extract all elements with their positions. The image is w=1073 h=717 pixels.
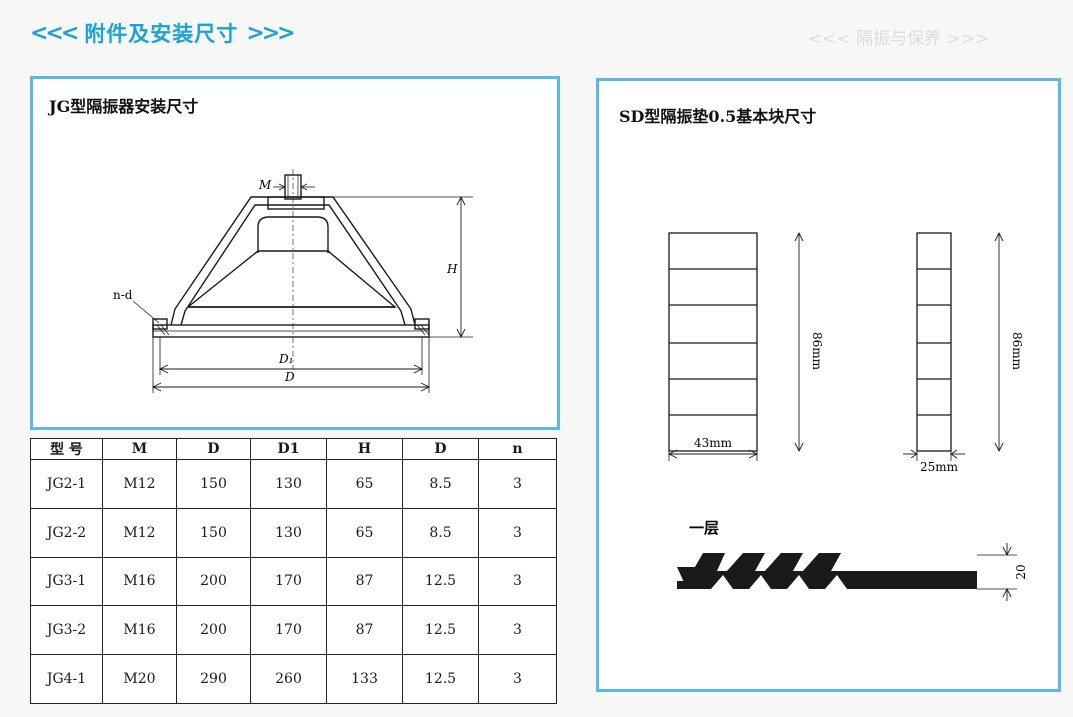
small-width-label: 25mm — [920, 460, 959, 474]
table-cell: 12.5 — [402, 654, 479, 704]
table-cell: 200 — [176, 605, 251, 656]
table-cell: JG4-1 — [30, 654, 103, 704]
layer-thickness-label: 20 — [1014, 564, 1028, 579]
header-h: H — [326, 438, 403, 460]
table-row: JG2-1 M12 150 130 65 8.5 3 — [30, 459, 557, 509]
right-arrows-icon: >>> — [246, 20, 295, 46]
large-width-label: 43mm — [694, 436, 733, 450]
table-cell: M16 — [102, 605, 177, 656]
left-arrows-icon: <<< — [30, 20, 79, 46]
table-cell: 133 — [326, 654, 403, 704]
table-cell: 8.5 — [402, 459, 479, 509]
table-cell: 3 — [478, 654, 557, 704]
table-header-row: 型 号 M D D1 H D n — [30, 438, 557, 460]
table-cell: 150 — [176, 507, 251, 558]
sd-large-block — [668, 232, 758, 452]
table-cell: 8.5 — [402, 507, 479, 558]
small-height-label: 86mm — [1010, 332, 1024, 371]
table-cell: M12 — [102, 459, 177, 509]
table-cell: 200 — [176, 556, 251, 607]
table-cell: JG2-2 — [30, 507, 103, 558]
table-cell: 260 — [250, 654, 327, 704]
bleed-through-section-title: <<< 隔振与保养 >>> — [808, 29, 990, 49]
header-n: n — [478, 438, 557, 460]
jg-top-flange — [267, 196, 325, 210]
table-cell: M20 — [102, 654, 177, 704]
sd-small-block — [916, 232, 952, 452]
label-d: D — [284, 370, 295, 384]
header-m: M — [102, 438, 177, 460]
table-cell: 3 — [478, 556, 557, 607]
jg-specs-table: 型 号 M D D1 H D n JG2-1 M12 150 130 65 8.… — [30, 438, 557, 704]
table-cell: 12.5 — [402, 605, 479, 656]
table-cell: 65 — [326, 507, 403, 558]
table-row: JG2-2 M12 150 130 65 8.5 3 — [30, 507, 557, 558]
jg-panel-title: JG型隔振器安装尺寸 — [49, 97, 199, 116]
table-cell: 150 — [176, 459, 251, 509]
table-cell: 130 — [250, 507, 327, 558]
table-row: JG3-2 M16 200 170 87 12.5 3 — [30, 605, 557, 656]
sd-panel-title: SD型隔振垫0.5基本块尺寸 — [619, 107, 817, 126]
sd-block-panel: SD型隔振垫0.5基本块尺寸 — [596, 78, 1061, 692]
table-cell: 87 — [326, 605, 403, 656]
table-cell: M12 — [102, 507, 177, 558]
table-cell: M16 — [102, 556, 177, 607]
jg-install-panel: JG型隔振器安装尺寸 — [30, 76, 560, 430]
label-d1: D₁ — [278, 352, 293, 366]
header-d: D — [176, 438, 251, 460]
header-model: 型 号 — [30, 438, 103, 460]
table-cell: 290 — [176, 654, 251, 704]
table-cell: 3 — [478, 507, 557, 558]
label-h: H — [446, 262, 458, 276]
header-hole-d: D — [402, 438, 479, 460]
table-cell: 87 — [326, 556, 403, 607]
layer-label: 一层 — [689, 519, 719, 537]
table-row: JG3-1 M16 200 170 87 12.5 3 — [30, 556, 557, 607]
table-cell: JG3-1 — [30, 556, 103, 607]
table-cell: 65 — [326, 459, 403, 509]
table-cell: JG2-1 — [30, 459, 103, 509]
large-height-label: 86mm — [810, 332, 824, 371]
table-cell: 170 — [250, 556, 327, 607]
section-header: <<< 附件及安装尺寸 >>> — [30, 16, 296, 50]
sd-layer-profile — [677, 553, 977, 589]
jg-isolator-drawing: M H D₁ D n-d — [113, 169, 473, 393]
table-cell: 3 — [478, 459, 557, 509]
table-row: JG4-1 M20 290 260 133 12.5 3 — [30, 654, 557, 704]
table-cell: 12.5 — [402, 556, 479, 607]
table-cell: 130 — [250, 459, 327, 509]
table-cell: 3 — [478, 605, 557, 656]
label-m: M — [258, 178, 272, 192]
sd-block-drawing: 86mm 43mm 86mm 25mm 一层 20 — [667, 231, 1028, 601]
section-title: 附件及安装尺寸 — [84, 22, 239, 46]
label-nd: n-d — [113, 288, 133, 302]
header-d1: D1 — [250, 438, 327, 460]
table-cell: JG3-2 — [30, 605, 103, 656]
table-cell: 170 — [250, 605, 327, 656]
